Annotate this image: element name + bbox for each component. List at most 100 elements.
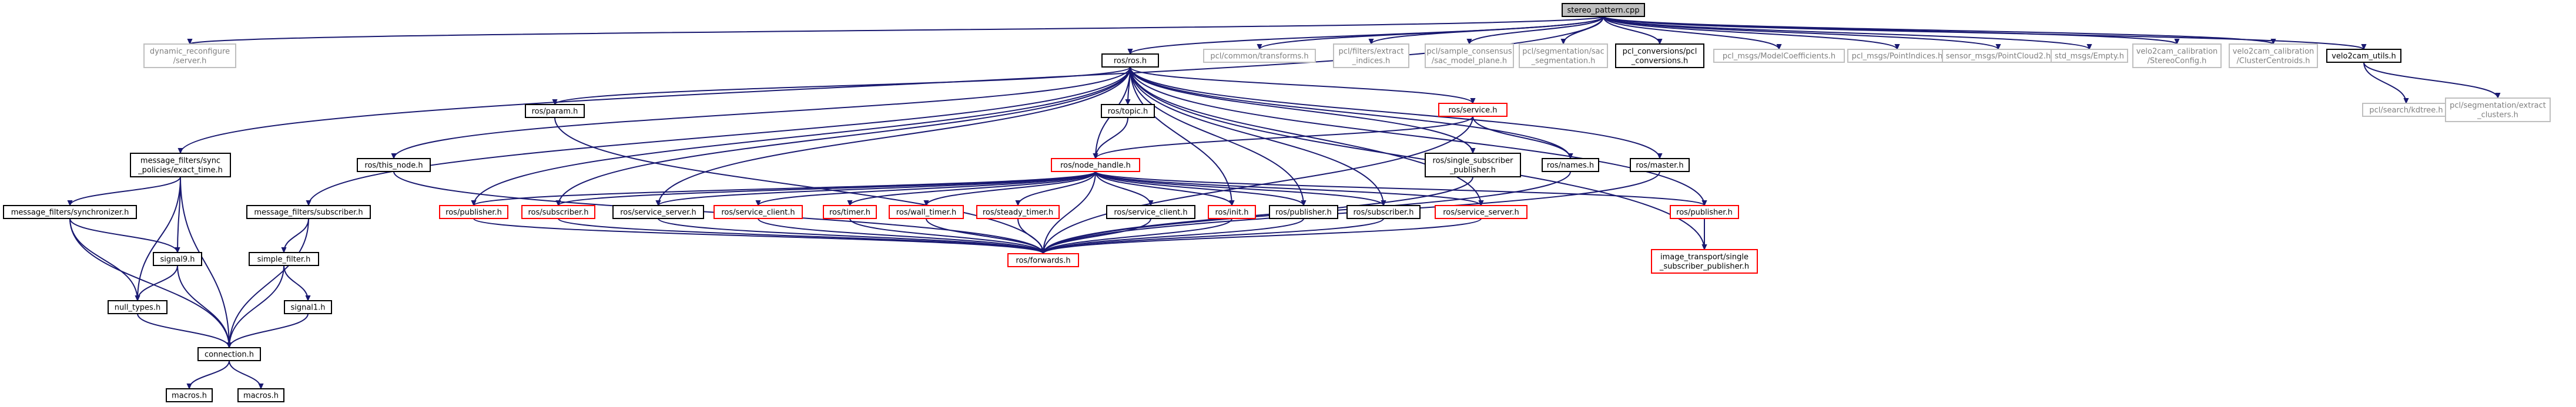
edge-root-to-sensor (1603, 16, 1998, 49)
node-label-stdempty-0: std_msgs/Empty.h (2055, 52, 2124, 61)
node-box-rosforwards (1007, 253, 1079, 267)
edge-rosros-to-msgsubscriber (309, 66, 1131, 206)
node-box-macros2 (237, 388, 284, 402)
node-label-rosinit-0: ros/init.h (1215, 208, 1248, 217)
edge-rospublisher1-to-rosforwards (473, 218, 1043, 254)
edge-msgsubscriber-to-simplefilter (284, 218, 309, 253)
node-pclconv[interactable]: pcl_conversions/pcl_conversions.h (1615, 43, 1704, 68)
node-box-roswalltimer (889, 205, 964, 219)
node-rosthisnode[interactable]: ros/this_node.h (357, 158, 431, 172)
node-nulltypes[interactable]: null_types.h (108, 300, 168, 314)
node-label-pclconv-1: _conversions.h (1631, 57, 1689, 66)
edge-root-to-pclfilters (1371, 16, 1604, 44)
node-label-simplefilter-0: simple_filter.h (257, 255, 311, 264)
node-label-rospublisher1-0: ros/publisher.h (445, 208, 502, 217)
edge-rosnodehandle-to-rospublisher3 (1095, 171, 1704, 206)
edge-rossubscriber1-to-rosforwards (558, 218, 1043, 254)
node-box-root (1562, 3, 1645, 17)
node-label-velocfg-1: /StereoConfig.h (2148, 57, 2207, 66)
node-simplefilter[interactable]: simple_filter.h (249, 252, 319, 266)
node-rospublisher1[interactable]: ros/publisher.h (439, 205, 508, 219)
node-rosforwards[interactable]: ros/forwards.h (1007, 253, 1079, 267)
node-label-pclmodel-0: pcl_msgs/ModelCoefficients.h (1723, 52, 1835, 61)
node-rosservice[interactable]: ros/service.h (1438, 103, 1508, 117)
edge-msgsynchronizer-to-connection (69, 218, 229, 348)
node-connection[interactable]: connection.h (197, 347, 261, 361)
node-label-extclusters-1: _clusters.h (2477, 111, 2518, 120)
node-box-rospublisher2 (1269, 205, 1338, 219)
node-label-pclseg-1: _segmentation.h (1531, 57, 1596, 66)
node-pclsac: pcl/sample_consensus/sac_model_plane.h (1425, 43, 1514, 68)
node-label-rossubscriber2-0: ros/subscriber.h (1353, 208, 1413, 217)
node-extclusters: pcl/segmentation/extract_clusters.h (2445, 97, 2551, 122)
edge-rosnodehandle-to-rossubscriber1 (558, 171, 1096, 206)
edge-simplefilter-to-connection (229, 265, 284, 348)
node-rosparam[interactable]: ros/param.h (525, 104, 585, 118)
edge-msgsynchronizer-to-nulltypes (69, 218, 138, 301)
edge-rosnodehandle-to-rospublisher2 (1095, 171, 1304, 206)
node-signal9[interactable]: signal9.h (153, 252, 202, 266)
node-rosmaster[interactable]: ros/master.h (1630, 158, 1690, 172)
edge-msgsync-to-nulltypes (138, 176, 181, 301)
node-rosserviceclient1[interactable]: ros/service_client.h (713, 205, 803, 219)
node-macros2[interactable]: macros.h (237, 388, 284, 402)
edge-rostimer-to-rosforwards (849, 218, 1043, 254)
node-rosinit[interactable]: ros/init.h (1208, 205, 1256, 219)
node-box-signal1 (284, 300, 332, 314)
node-rosnames[interactable]: ros/names.h (1542, 158, 1599, 172)
node-rossubscriber1[interactable]: ros/subscriber.h (521, 205, 595, 219)
node-msgsync[interactable]: message_filters/sync_policies/exact_time… (130, 153, 231, 177)
edge-rosros-to-rospublisher1 (474, 66, 1131, 206)
node-roswalltimer[interactable]: ros/wall_timer.h (889, 205, 964, 219)
node-rossubscriber2[interactable]: ros/subscriber.h (1346, 205, 1421, 219)
edge-rosnodehandle-to-rosserviceserver1 (658, 171, 1096, 206)
node-box-rossubscriber2 (1346, 205, 1421, 219)
node-box-stdempty (2051, 49, 2128, 63)
node-rospublisher2[interactable]: ros/publisher.h (1269, 205, 1338, 219)
edge-signal1-to-connection (229, 313, 309, 348)
node-rossinglesub[interactable]: ros/single_subscriber_publisher.h (1425, 153, 1521, 177)
edge-rosnodehandle-to-rosserviceclient2 (1095, 171, 1151, 206)
node-rosserviceserver2[interactable]: ros/service_server.h (1435, 205, 1527, 219)
node-macros1[interactable]: macros.h (166, 388, 213, 402)
edge-rosros-to-rospublisher2 (1130, 66, 1304, 206)
node-box-msgsubscriber (246, 205, 371, 219)
node-msgsynchronizer[interactable]: message_filters/synchronizer.h (3, 205, 137, 219)
node-label-pclsac-0: pcl/sample_consensus (1426, 48, 1512, 56)
edge-connection-to-macros1 (189, 360, 230, 389)
node-veloutils[interactable]: velo2cam_utils.h (2326, 49, 2401, 63)
node-rostopic[interactable]: ros/topic.h (1101, 104, 1155, 118)
node-signal1[interactable]: signal1.h (284, 300, 332, 314)
node-box-rostimer (823, 205, 877, 219)
node-rosnodehandle[interactable]: ros/node_handle.h (1051, 158, 1140, 172)
node-label-rospublisher2-0: ros/publisher.h (1275, 208, 1332, 217)
node-label-rosservice-0: ros/service.h (1448, 106, 1497, 115)
node-box-msgsynchronizer (3, 205, 137, 219)
node-box-velocfg (2132, 43, 2222, 68)
node-root[interactable]: stereo_pattern.cpp (1562, 3, 1645, 17)
node-msgsubscriber[interactable]: message_filters/subscriber.h (246, 205, 371, 219)
node-label-rosparam-0: ros/param.h (532, 107, 578, 116)
edge-rosros-to-rossubscriber2 (1130, 66, 1384, 206)
node-rostimer[interactable]: ros/timer.h (823, 205, 877, 219)
node-imgtransport[interactable]: image_transport/single_subscriber_publis… (1651, 249, 1758, 274)
node-label-rosserviceclient2-0: ros/service_client.h (1114, 208, 1187, 217)
node-box-imgtransport (1651, 249, 1758, 274)
node-rossteadytimer[interactable]: ros/steady_timer.h (976, 205, 1060, 219)
node-label-pclseg-0: pcl/segmentation/sac (1522, 48, 1604, 56)
node-label-velocent-1: /ClusterCentroids.h (2237, 57, 2310, 66)
node-box-pclconv (1615, 43, 1704, 68)
node-label-rossinglesub-1: _publisher.h (1449, 166, 1496, 175)
edge-roswalltimer-to-rosforwards (926, 218, 1043, 254)
node-rosserviceserver1[interactable]: ros/service_server.h (612, 205, 704, 219)
edge-rosros-to-rosinit (1130, 66, 1232, 206)
node-rosros[interactable]: ros/ros.h (1101, 53, 1159, 68)
node-label-velocfg-0: velo2cam_calibration (2136, 48, 2218, 56)
node-rospublisher3[interactable]: ros/publisher.h (1670, 205, 1739, 219)
node-label-rosserviceserver1-0: ros/service_server.h (620, 208, 696, 217)
node-label-macros2-0: macros.h (243, 392, 279, 401)
node-label-msgsync-1: _policies/exact_time.h (138, 166, 223, 175)
edge-msgsync-to-msgsynchronizer (70, 176, 181, 206)
node-rosserviceclient2[interactable]: ros/service_client.h (1106, 205, 1195, 219)
